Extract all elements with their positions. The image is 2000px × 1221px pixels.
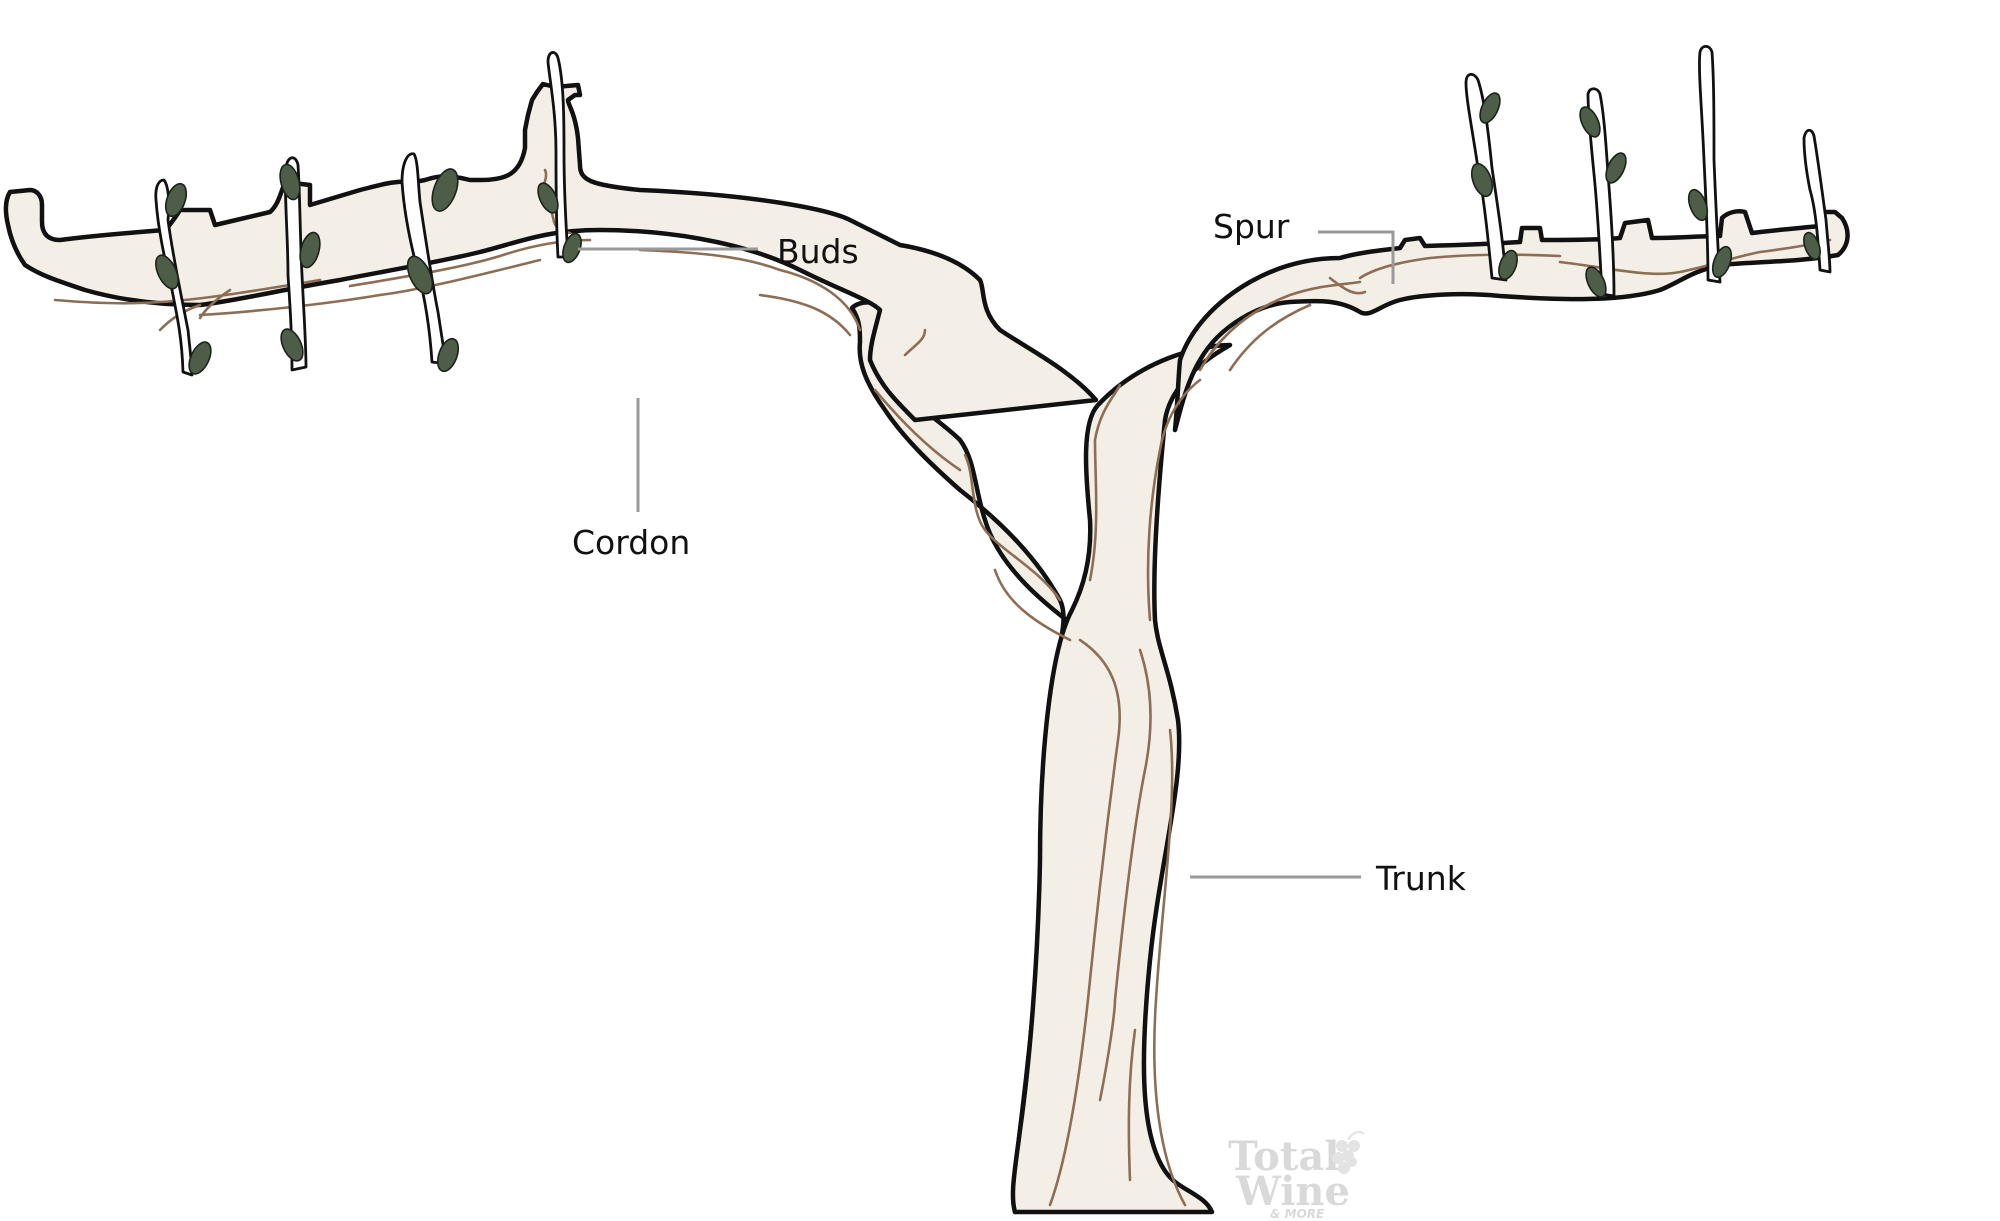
watermark-line3: & MORE — [1270, 1207, 1325, 1221]
grape-cluster-icon — [1332, 1131, 1365, 1174]
spur-label: Spur — [1213, 207, 1290, 246]
watermark-line1: Total — [1228, 1133, 1339, 1180]
vine-trunk-base — [1010, 342, 1233, 1215]
trunk-label: Trunk — [1375, 859, 1467, 898]
watermark-line2: Wine — [1235, 1168, 1350, 1215]
spur-leader-line — [1318, 230, 1395, 284]
left-cordon — [3, 81, 1099, 423]
total-wine-watermark: Total Wine & MORE — [1228, 1131, 1365, 1221]
cordon-label: Cordon — [572, 523, 690, 562]
buds-label: Buds — [777, 232, 859, 271]
left-buds — [155, 163, 582, 375]
right-buds — [1470, 92, 1821, 298]
